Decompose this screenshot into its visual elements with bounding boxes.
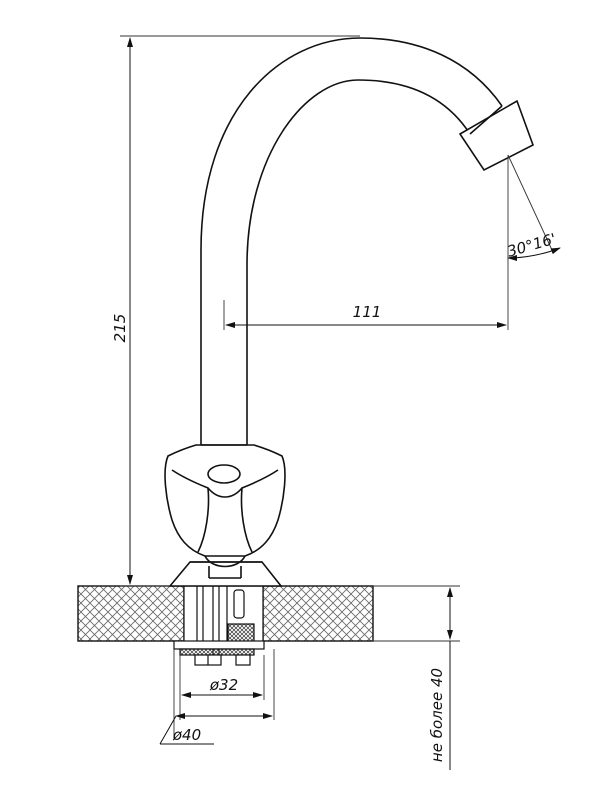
mount-washer bbox=[173, 640, 265, 650]
dim-text-outer-diameter: ø40 bbox=[172, 726, 201, 744]
spout-inner bbox=[246, 79, 471, 445]
mount-bolt-right bbox=[235, 654, 251, 666]
handle-body bbox=[164, 444, 286, 557]
handle-bottom bbox=[204, 555, 246, 568]
countertop-right bbox=[262, 585, 374, 642]
dim-leader-outer-diameter bbox=[159, 715, 177, 745]
reference-lines bbox=[120, 35, 553, 740]
spout-outer bbox=[200, 37, 503, 445]
base-flange bbox=[168, 561, 283, 587]
handle-indicator bbox=[207, 464, 241, 484]
countertop bbox=[77, 585, 374, 642]
mounting-assembly bbox=[173, 585, 265, 666]
aerator bbox=[458, 99, 534, 172]
spout bbox=[200, 37, 534, 446]
mount-washer-lower bbox=[179, 648, 255, 656]
dim-text-inner-diameter: ø32 bbox=[209, 676, 238, 694]
dim-arc-angle bbox=[507, 247, 561, 261]
countertop-left bbox=[77, 585, 185, 642]
dim-text-height: 215 bbox=[111, 314, 129, 343]
dim-text-thickness: не более 40 bbox=[428, 668, 446, 762]
dimension-lines bbox=[127, 37, 561, 770]
faucet-body bbox=[164, 444, 286, 587]
handle-center-curve bbox=[207, 487, 243, 498]
mount-slot bbox=[233, 589, 245, 619]
dim-text-reach: 111 bbox=[353, 303, 382, 321]
